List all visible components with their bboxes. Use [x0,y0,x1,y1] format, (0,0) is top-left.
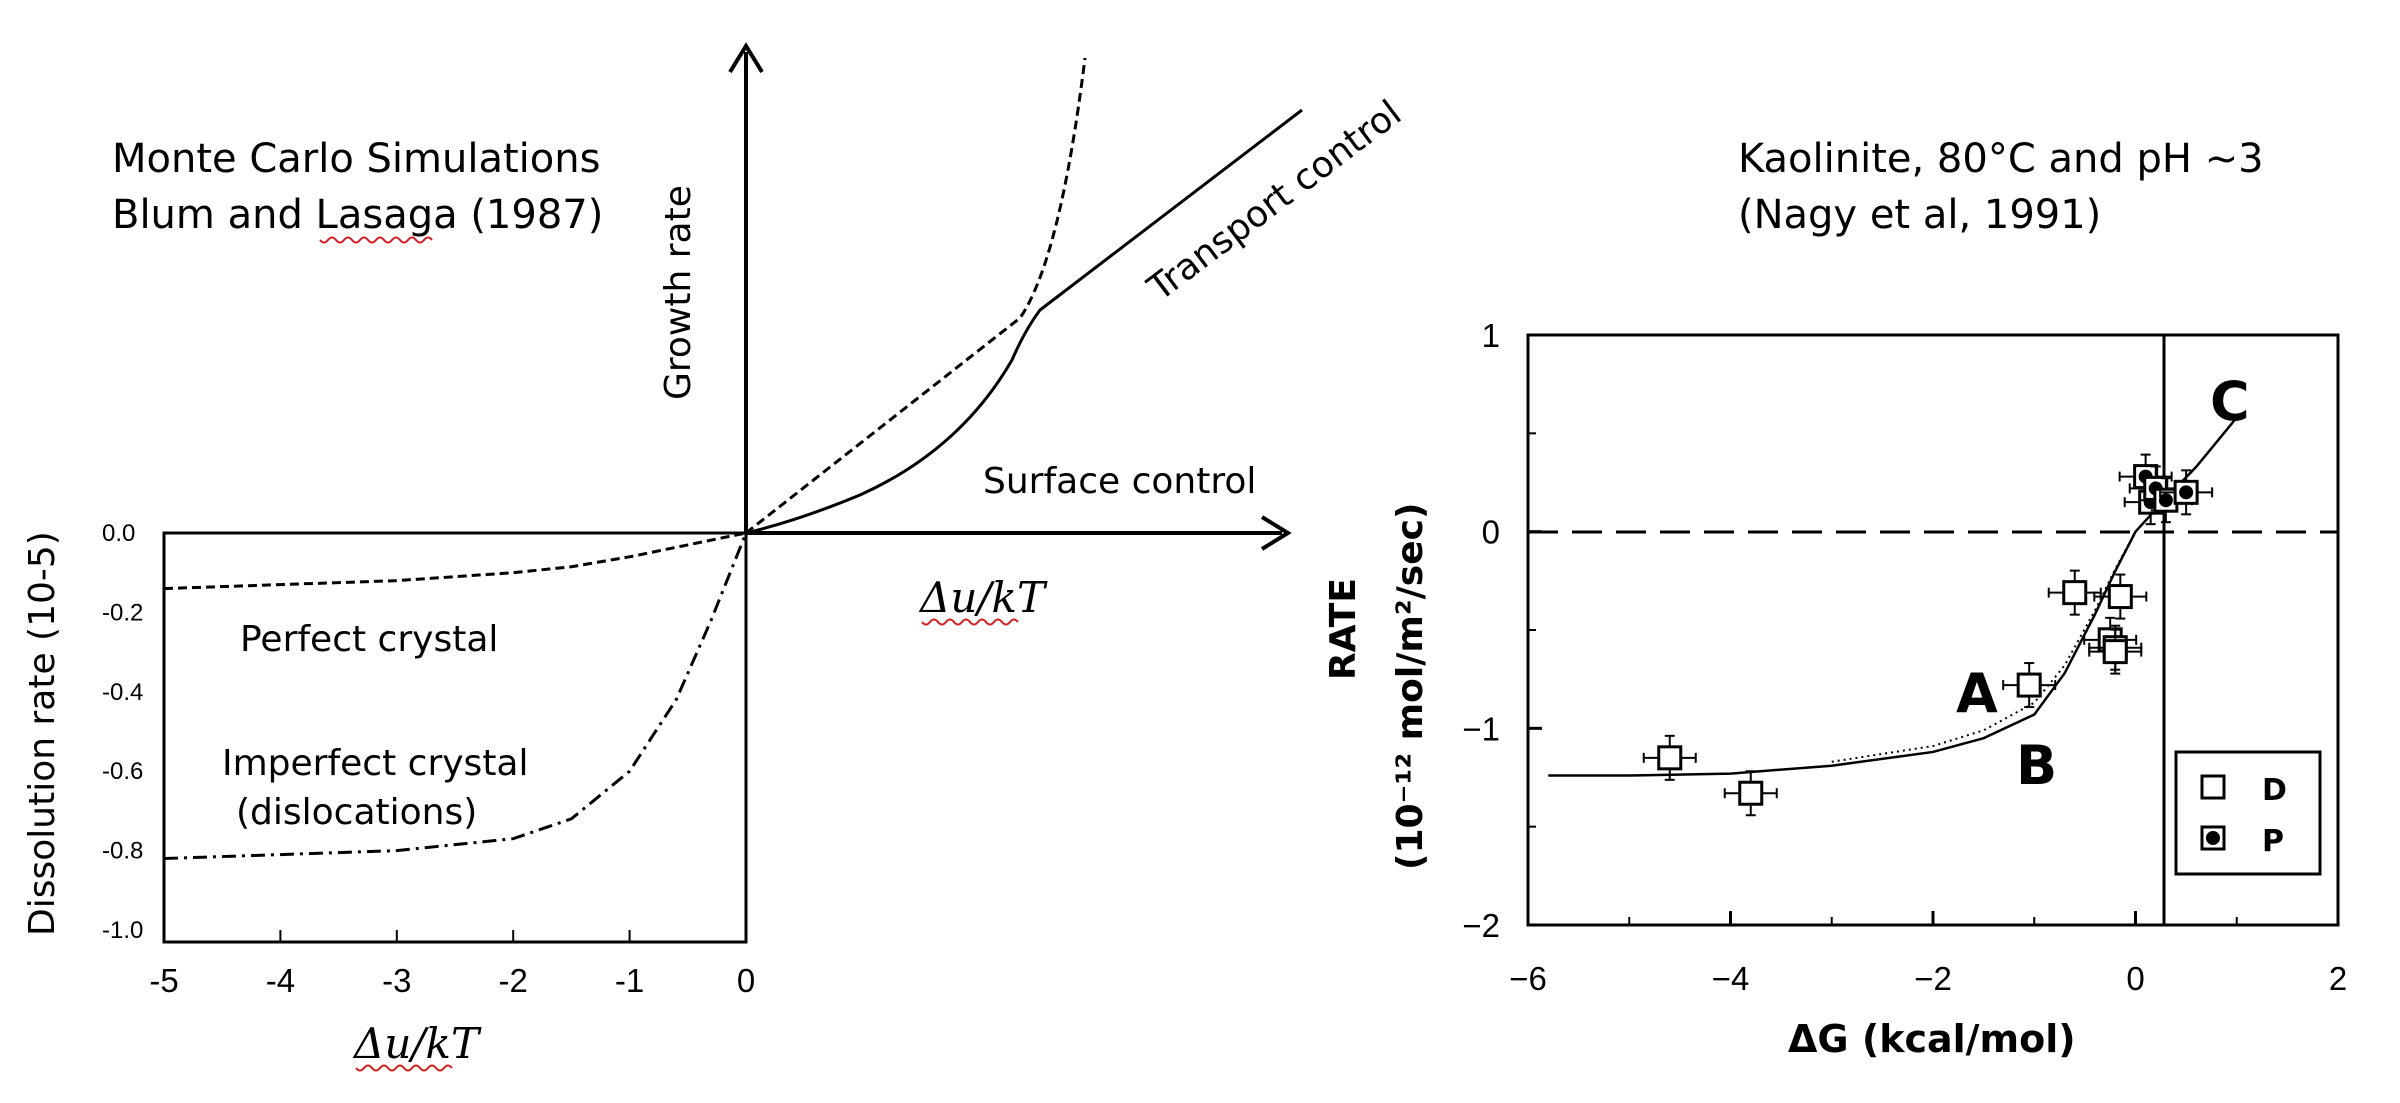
right-y-label-rate: RATE [1323,578,1364,680]
left-title-line1: Monte Carlo Simulations [112,136,600,182]
right-title-line1: Kaolinite, 80°C and pH ~3 [1738,136,2264,182]
left-y-tick-label: -0.6 [102,758,143,785]
right-x-tick-label: 2 [2329,960,2347,997]
right-panel: Kaolinite, 80°C and pH ~3 (Nagy et al, 1… [1323,136,2347,1061]
right-x-tick-label: 0 [2126,960,2144,997]
data-point-d [2047,569,2102,616]
legend-open-square [2200,774,2226,800]
left-panel: Monte Carlo Simulations Blum and Lasaga … [22,42,1409,1072]
right-x-tick-label: −6 [1509,960,1547,997]
left-ticks: -5 -4 -3 -2 -1 0 0.0 -0.2 -0.4 -0.6 -0.8 -1.0 [102,520,755,999]
left-title-line2: Blum and Lasaga (1987) [112,192,603,238]
imperfect-crystal-label: Imperfect crystal [222,743,529,784]
legend-label-d: D [2262,773,2287,808]
right-y-tick-label: 0 [1482,514,1500,551]
surface-control-label: Surface control [983,461,1256,502]
right-y-tick-label: −1 [1462,710,1500,747]
curve-label-b: B [2016,734,2057,797]
growth-curve-transport-control [745,108,1303,535]
data-point-d [2002,662,2057,709]
data-point-d [2093,573,2148,620]
left-title-underline-lasaga [319,236,433,244]
growth-y-label: Growth rate [658,185,699,400]
right-y-tick-label: −2 [1462,907,1500,944]
right-x-label: ΔG (kcal/mol) [1788,1017,2076,1061]
left-x-tick-label: -5 [149,962,178,999]
perfect-crystal-label: Perfect crystal [240,619,498,660]
data-point-d [1723,770,1778,817]
left-x-tick-label: -4 [266,962,295,999]
legend-box [2174,750,2322,876]
left-x-tick-label: -1 [615,962,644,999]
left-x-tick-label: -3 [382,962,411,999]
dissolution-frame [162,531,748,944]
growth-x-label-underline [921,618,1019,626]
data-point-d [2088,628,2143,675]
left-series [163,531,748,861]
right-x-tick-label: −2 [1914,960,1952,997]
data-point-p [2159,469,2214,516]
left-y-tick-label: -0.8 [102,838,143,865]
right-title-line2: (Nagy et al, 1991) [1738,192,2101,238]
right-y-tick-label: 1 [1482,317,1500,354]
curve-label-a: A [1956,662,1998,725]
left-y-tick-label: -1.0 [102,917,143,944]
right-x-tick-label: −4 [1712,960,1750,997]
left-x-tick-label: 0 [737,962,755,999]
dislocations-label: (dislocations) [236,792,477,833]
growth-x-arrowhead [1260,515,1292,551]
data-point-d [1642,734,1697,781]
right-ticks: −6 −4 −2 0 2 1 0 −1 −2 [1462,317,2347,997]
legend-filled-dot [2206,831,2220,845]
legend-label-p: P [2262,824,2284,859]
right-points [1642,453,2214,817]
growth-y-arrowhead [728,42,764,74]
growth-x-label: Δu/kT [918,573,1048,622]
left-series-perfect-crystal [163,531,747,591]
left-y-tick-label: 0.0 [102,520,135,547]
right-y-label-units: (10⁻¹² mol/m²/sec) [1390,503,1431,870]
curve-label-c: C [2210,370,2250,433]
left-series-imperfect-crystal [163,532,748,861]
right-legend: D P [2174,750,2322,876]
dissolution-x-label-underline [355,1064,453,1072]
growth-curve-dashed [745,57,1087,535]
left-y-tick-label: -0.4 [102,679,143,706]
left-x-tick-label: -2 [499,962,528,999]
dissolution-x-label: Δu/kT [352,1019,482,1068]
left-y-tick-label: -0.2 [102,599,143,626]
dissolution-y-label: Dissolution rate (10-5) [22,531,63,936]
